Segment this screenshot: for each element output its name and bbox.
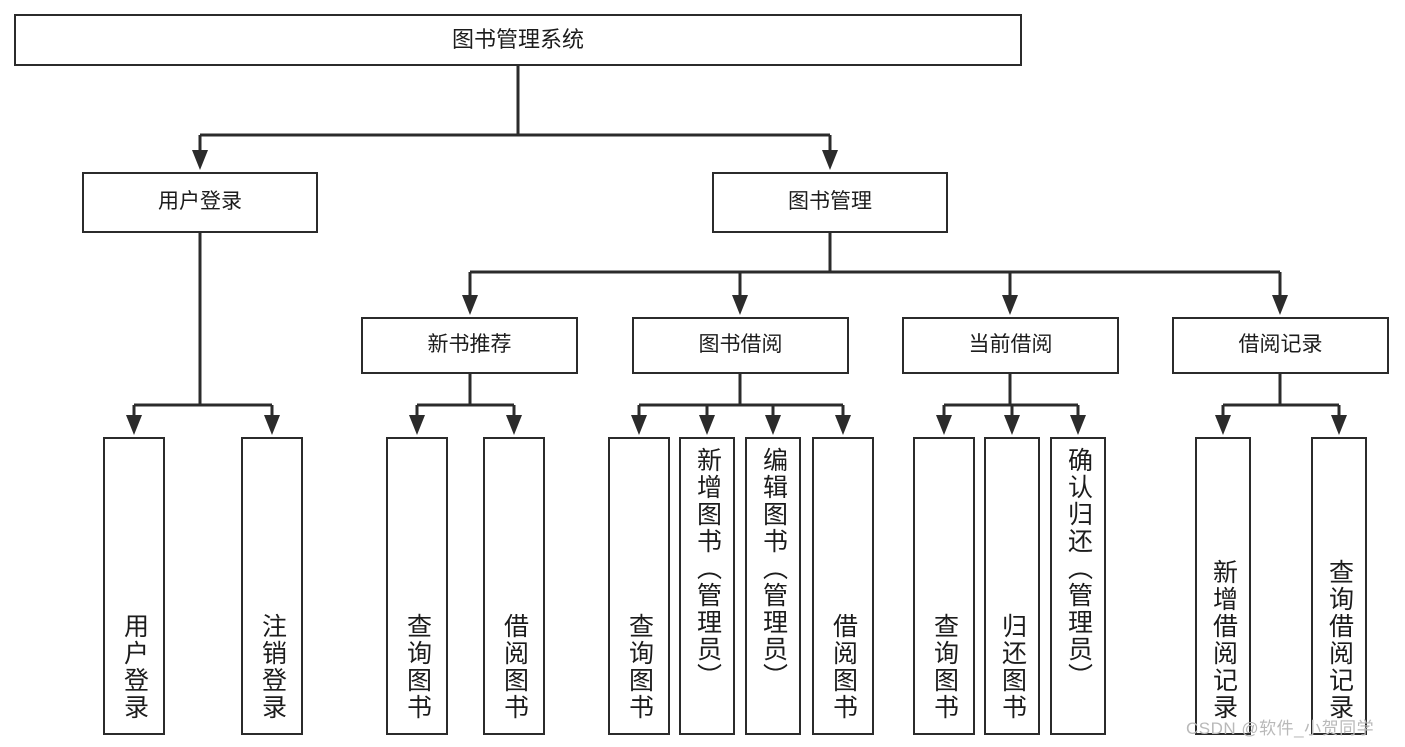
node-leaf-add-book[interactable]: 新增图书（管理员） (679, 437, 735, 735)
arrowhead-icon (192, 150, 208, 170)
node-root[interactable]: 图书管理系统 (14, 14, 1022, 66)
arrowhead-icon (765, 415, 781, 435)
node-leaf-edit-book[interactable]: 编辑图书（管理员） (745, 437, 801, 735)
arrowhead-icon (126, 415, 142, 435)
node-leaf-borrow-book-1[interactable]: 借阅图书 (483, 437, 545, 735)
node-label: 借阅图书 (829, 613, 858, 721)
node-leaf-query-book-3[interactable]: 查询图书 (913, 437, 975, 735)
arrowhead-icon (1004, 415, 1020, 435)
node-label: 图书借阅 (698, 333, 783, 357)
node-label: 查询图书 (625, 613, 654, 721)
node-leaf-logout-login[interactable]: 注销登录 (241, 437, 303, 735)
arrowhead-icon (699, 415, 715, 435)
node-label: 新书推荐 (427, 333, 512, 357)
node-label: 借阅记录 (1238, 333, 1323, 357)
node-leaf-query-record[interactable]: 查询借阅记录 (1311, 437, 1367, 735)
node-label: 查询图书 (930, 613, 959, 721)
arrowhead-icon (1002, 295, 1018, 315)
node-borrow-record[interactable]: 借阅记录 (1172, 317, 1389, 374)
arrowhead-icon (409, 415, 425, 435)
node-leaf-borrow-book-2[interactable]: 借阅图书 (812, 437, 874, 735)
node-label: 编辑图书（管理员） (759, 447, 788, 690)
arrowhead-icon (1331, 415, 1347, 435)
arrowhead-icon (264, 415, 280, 435)
node-label: 新增图书（管理员） (693, 447, 722, 690)
node-label: 新增借阅记录 (1209, 559, 1238, 721)
node-book-borrow[interactable]: 图书借阅 (632, 317, 849, 374)
arrowhead-icon (1272, 295, 1288, 315)
arrowhead-icon (1070, 415, 1086, 435)
node-leaf-user-login[interactable]: 用户登录 (103, 437, 165, 735)
arrowheads-group (126, 150, 1347, 435)
arrowhead-icon (835, 415, 851, 435)
arrowhead-icon (936, 415, 952, 435)
arrowhead-icon (631, 415, 647, 435)
node-leaf-confirm-return[interactable]: 确认归还（管理员） (1050, 437, 1106, 735)
node-label: 用户登录 (120, 613, 149, 721)
node-leaf-query-book-1[interactable]: 查询图书 (386, 437, 448, 735)
node-label: 用户登录 (158, 190, 242, 214)
arrowhead-icon (462, 295, 478, 315)
node-label: 查询图书 (403, 613, 432, 721)
node-label: 图书管理系统 (451, 27, 584, 53)
node-leaf-add-record[interactable]: 新增借阅记录 (1195, 437, 1251, 735)
arrowhead-icon (1215, 415, 1231, 435)
node-label: 借阅图书 (500, 613, 529, 721)
arrowhead-icon (822, 150, 838, 170)
arrowhead-icon (506, 415, 522, 435)
node-book-management[interactable]: 图书管理 (712, 172, 948, 233)
arrowhead-icon (732, 295, 748, 315)
node-leaf-return-book[interactable]: 归还图书 (984, 437, 1040, 735)
csdn-watermark: CSDN @软件_小贺同学 (1186, 719, 1375, 738)
node-label: 确认归还（管理员） (1064, 447, 1093, 690)
node-current-borrow[interactable]: 当前借阅 (902, 317, 1119, 374)
node-label: 图书管理 (788, 190, 872, 214)
node-label: 归还图书 (998, 613, 1027, 721)
node-leaf-query-book-2[interactable]: 查询图书 (608, 437, 670, 735)
node-user-login[interactable]: 用户登录 (82, 172, 318, 233)
node-label: 当前借阅 (968, 333, 1053, 357)
node-new-book-recommend[interactable]: 新书推荐 (361, 317, 578, 374)
node-label: 注销登录 (258, 613, 287, 721)
node-label: 查询借阅记录 (1325, 559, 1354, 721)
